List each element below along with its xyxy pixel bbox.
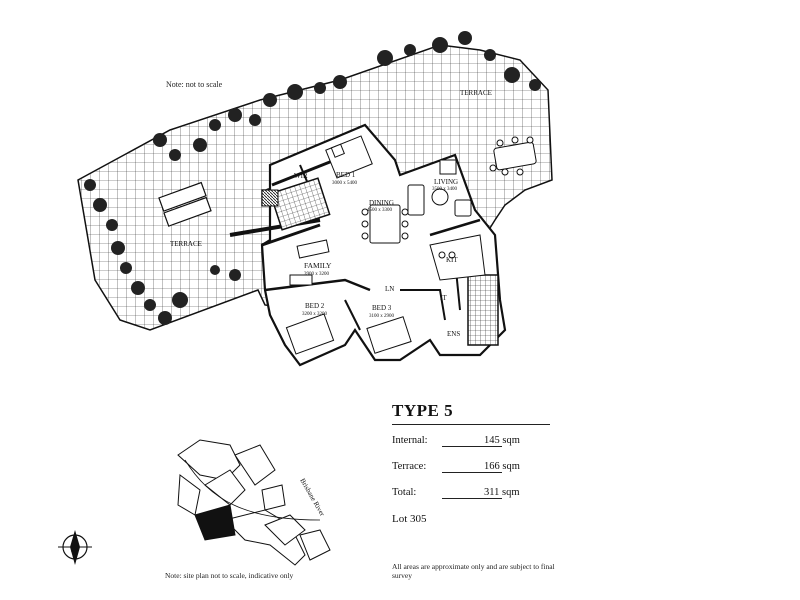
bed-3-furniture xyxy=(366,316,412,354)
site-plan-note: Note: site plan not to scale, indicative… xyxy=(165,571,294,580)
bathroom-tiles xyxy=(269,177,331,231)
room-label-kit: KIT xyxy=(446,256,458,264)
internal-area-row: Internal: 145 sqm xyxy=(392,435,562,450)
family-sofa xyxy=(289,239,330,286)
room-label-terrace-left: TERRACE xyxy=(170,240,202,248)
kitchen-counters xyxy=(429,234,486,281)
unit-type-title: TYPE 5 xyxy=(392,401,454,420)
room-dims-family: 3900 x 3200 xyxy=(304,272,330,277)
leader-line xyxy=(442,498,502,499)
wir-hatch xyxy=(261,189,279,207)
room-label-bed2: BED 2 xyxy=(305,302,325,310)
north-arrow-icon xyxy=(58,530,92,565)
terrace-dining xyxy=(489,136,537,176)
room-label-bed1: BED 1 xyxy=(336,171,356,179)
total-area-label: Total: xyxy=(392,487,417,498)
area-summary: TYPE 5 Internal: 145 sqm Terrace: 166 sq… xyxy=(392,401,562,525)
areas-disclaimer: All areas are approximate only and are s… xyxy=(392,562,555,580)
room-label-ens: ENS xyxy=(447,330,460,338)
room-label-family: FAMILY xyxy=(304,261,332,270)
ensuite-tiles xyxy=(467,274,499,346)
site-plan xyxy=(177,439,331,566)
river-label: Brisbane River xyxy=(298,477,326,518)
apartment-interior xyxy=(229,123,507,367)
title-rule xyxy=(392,424,550,425)
room-label-terrace-top: TERRACE xyxy=(460,89,492,97)
terrace-area-row: Terrace: 166 sqm xyxy=(392,461,562,476)
room-dims-bed3: 3100 x 2900 xyxy=(369,314,395,319)
scale-note: Note: not to scale xyxy=(166,80,223,89)
terrace-area-value: 166 sqm xyxy=(484,461,520,472)
terrace-area-label: Terrace: xyxy=(392,461,427,472)
bed-2-furniture xyxy=(285,313,335,355)
room-label-dining: DINING xyxy=(369,199,394,207)
room-label-it: IT xyxy=(440,294,447,302)
room-label-bed3: BED 3 xyxy=(372,304,392,312)
leader-line xyxy=(442,472,502,473)
room-dims-living: 3500 x 3400 xyxy=(432,187,458,192)
room-dims-bed1: 3000 x 5400 xyxy=(332,181,358,186)
room-label-ln: LN xyxy=(385,285,394,293)
lot-number: Lot 305 xyxy=(392,513,427,525)
bed-1-furniture xyxy=(325,135,373,179)
total-area-value: 311 sqm xyxy=(484,487,520,498)
room-dims-bed2: 3200 x 3200 xyxy=(302,312,328,317)
leader-line xyxy=(442,446,502,447)
total-area-row: Total: 311 sqm xyxy=(392,487,562,502)
north-label: N xyxy=(71,543,79,555)
room-dims-dining: 4500 x 3300 xyxy=(367,208,393,213)
room-label-wir: WIR xyxy=(294,172,308,180)
internal-area-label: Internal: xyxy=(392,435,428,446)
terrace-loungers xyxy=(158,181,212,227)
room-label-living: LIVING xyxy=(434,178,458,186)
internal-area-value: 145 sqm xyxy=(484,435,520,446)
living-sofa xyxy=(407,159,472,217)
dining-table xyxy=(361,204,409,244)
